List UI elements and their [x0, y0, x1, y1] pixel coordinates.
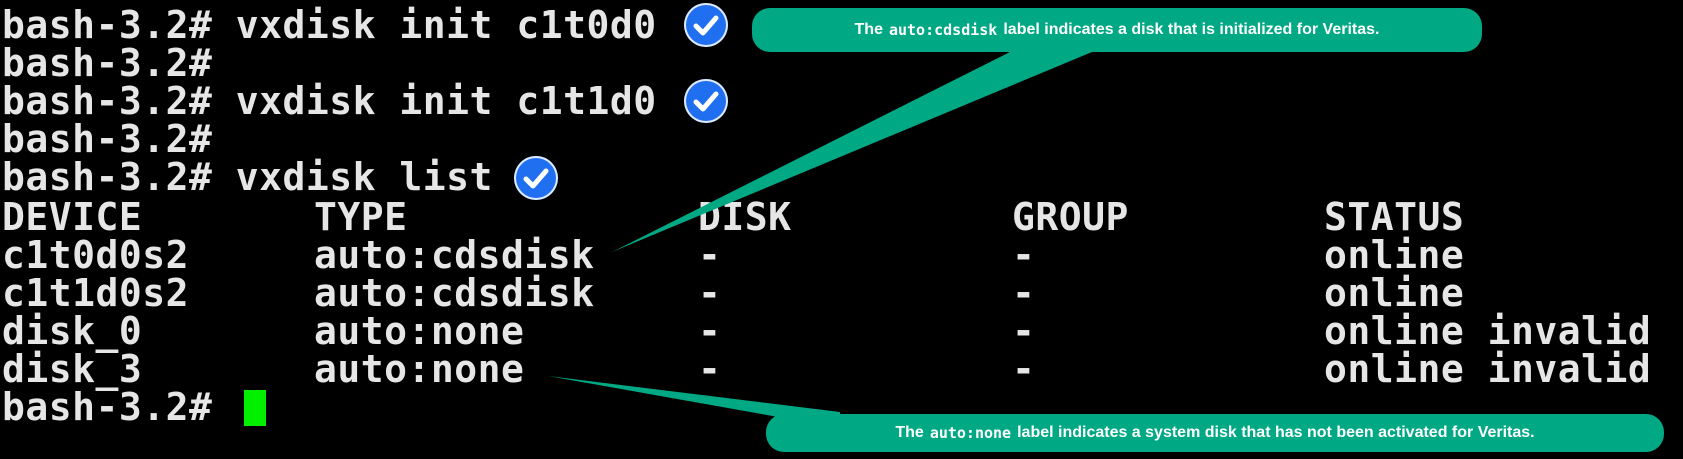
cell-status: online	[1324, 271, 1465, 315]
cell-status: online invalid	[1324, 347, 1652, 391]
cell-type: auto:none	[314, 309, 525, 353]
bottom-callout: The auto:none label indicates a system d…	[766, 414, 1664, 452]
command-line-1: bash-3.2# vxdisk init c1t0d0	[2, 3, 657, 47]
text-cursor[interactable]	[244, 390, 266, 426]
top-callout-code: auto:cdsdisk	[888, 21, 998, 39]
checkmark-icon	[684, 3, 728, 47]
header-type: TYPE	[314, 195, 408, 239]
cell-status: online invalid	[1324, 309, 1652, 353]
bottom-callout-before: The	[895, 424, 924, 441]
cell-device: c1t1d0s2	[2, 271, 190, 315]
header-group: GROUP	[1012, 195, 1129, 239]
command-line-2: bash-3.2#	[2, 41, 213, 85]
top-callout-after: label indicates a disk that is initializ…	[1003, 21, 1380, 38]
header-status: STATUS	[1324, 195, 1465, 239]
top-callout-pointer	[612, 52, 1092, 252]
checkmark-icon	[684, 79, 728, 123]
cell-group: -	[1012, 347, 1036, 391]
top-callout-before: The	[854, 21, 883, 38]
bottom-callout-code: auto:none	[929, 424, 1012, 442]
top-callout: The auto:cdsdisk label indicates a disk …	[752, 8, 1482, 52]
cell-type: auto:none	[314, 347, 525, 391]
cell-group: -	[1012, 233, 1036, 277]
header-device: DEVICE	[2, 195, 143, 239]
cell-group: -	[1012, 309, 1036, 353]
cell-disk: -	[698, 233, 722, 277]
command-line-5: bash-3.2# vxdisk list	[2, 155, 493, 199]
cell-disk: -	[698, 271, 722, 315]
cell-device: disk_3	[2, 347, 143, 391]
cell-type: auto:cdsdisk	[314, 271, 595, 315]
command-line-4: bash-3.2#	[2, 117, 213, 161]
bottom-callout-after: label indicates a system disk that has n…	[1017, 424, 1535, 441]
cell-device: disk_0	[2, 309, 143, 353]
bottom-callout-pointer	[548, 376, 840, 428]
cell-status: online	[1324, 233, 1465, 277]
cell-type: auto:cdsdisk	[314, 233, 595, 277]
final-prompt: bash-3.2#	[2, 385, 213, 429]
cell-group: -	[1012, 271, 1036, 315]
command-line-3: bash-3.2# vxdisk init c1t1d0	[2, 79, 657, 123]
checkmark-icon	[514, 156, 558, 200]
cell-disk: -	[698, 309, 722, 353]
cell-disk: -	[698, 347, 722, 391]
cell-device: c1t0d0s2	[2, 233, 190, 277]
